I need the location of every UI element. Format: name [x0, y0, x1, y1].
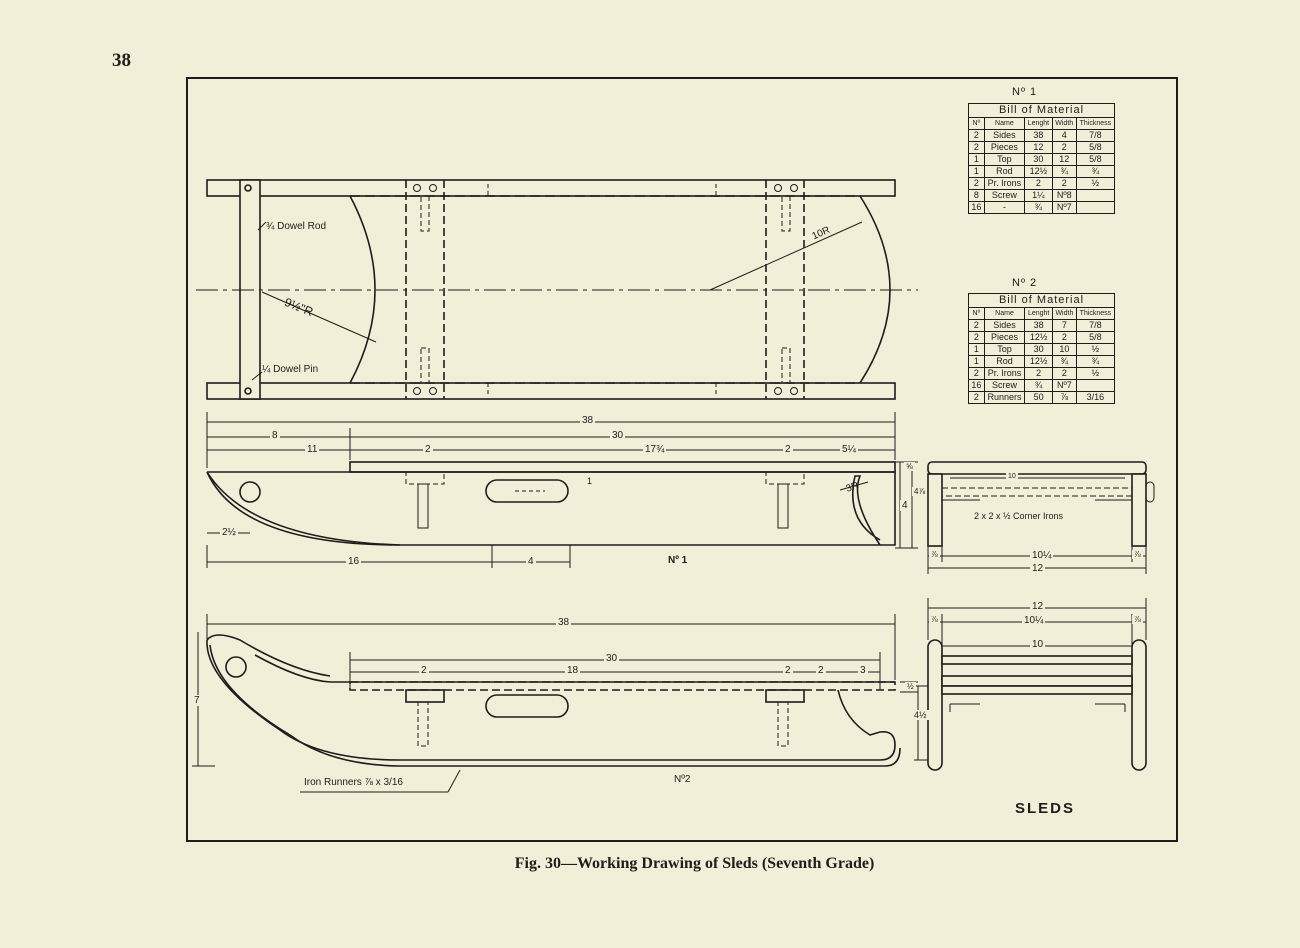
dim-height-1: 4 — [900, 500, 910, 511]
dim-height-2: 7 — [192, 695, 202, 706]
dim-left-e2: ⅞ — [929, 615, 940, 624]
dim-top-1: 30 — [610, 430, 626, 441]
dim-gap-2: 2 — [816, 665, 826, 676]
dim-top-2: 30 — [604, 653, 620, 664]
dowel-rod-label: ¾ Dowel Rod — [266, 221, 327, 232]
bom1-title: Bill of Material — [968, 103, 1115, 118]
dim-overall-1: 38 — [580, 415, 596, 426]
bom1-header: Lenght — [1024, 117, 1053, 130]
page-number: 38 — [112, 50, 131, 71]
dim-width-e2: 12 — [1030, 601, 1046, 612]
dim-rear-1: 5¼ — [840, 444, 858, 455]
iron-runners-label: Iron Runners ⅞ x 3/16 — [304, 777, 403, 788]
dim-cleat-a-2: 2 — [419, 665, 429, 676]
dim-width-e1: 12 — [1030, 563, 1046, 574]
dim-thick-1: ⅝ — [904, 462, 915, 471]
dim-overall-2: 38 — [556, 617, 572, 628]
bom2-header: Name — [983, 307, 1026, 320]
dim-top-inner-e2: 10 — [1030, 639, 1046, 650]
dim-rear-2: 3 — [858, 665, 868, 676]
drawing-frame — [186, 77, 1178, 842]
dim-top-inner-e1: 10 — [1006, 473, 1018, 480]
dim-slot-1: 4 — [526, 556, 536, 567]
figure-caption: Fig. 30—Working Drawing of Sleds (Sevent… — [514, 855, 875, 872]
bom2-table: Bill of Material Nº Name Lenght Width Th… — [968, 293, 1116, 404]
bom2-header: Width — [1051, 307, 1077, 320]
bom1-header: Width — [1051, 117, 1077, 130]
dim-right-e1: ⅞ — [1132, 550, 1143, 559]
sled2-side-view — [192, 614, 918, 793]
dim-mid-1: 17¾ — [643, 444, 667, 455]
dim-front-1: 8 — [270, 430, 280, 441]
bom2-header: Thickness — [1075, 307, 1116, 320]
bom2-header: Nº — [968, 307, 985, 320]
dim-bottom-front-1: 16 — [346, 556, 362, 567]
bom2-title: Bill of Material — [968, 293, 1115, 308]
dim-inner-e1: 10¼ — [1030, 550, 1054, 561]
sled1-label: Nº 1 — [668, 555, 688, 566]
dim-slot-h-1: 1 — [585, 476, 595, 486]
bom1-table: Bill of Material Nº Name Lenght Width Th… — [968, 103, 1116, 214]
dim-left-e1: ⅞ — [929, 550, 940, 559]
bom1-header: Thickness — [1075, 117, 1116, 130]
dim-small-2: ½ — [905, 682, 916, 691]
bom2-header: Lenght — [1024, 307, 1053, 320]
bom2-number: Nº 2 — [1012, 277, 1038, 289]
dim-height-b-1: 4⅞ — [912, 487, 928, 496]
dim-mid-2: 18 — [565, 665, 581, 676]
corner-irons-label: 2 x 2 x ½ Corner Irons — [974, 511, 1064, 521]
dowel-pin-label: ¼ Dowel Pin — [262, 364, 319, 375]
dim-inner-e2: 10¼ — [1022, 615, 1046, 626]
bom1-header: Name — [983, 117, 1026, 130]
sled1-end-view — [927, 461, 1155, 574]
dim-cleat-b-2: 2 — [783, 665, 793, 676]
dim-height-left-1: 2½ — [220, 527, 238, 538]
sled1-plan-view — [196, 179, 918, 400]
drawing-title: SLEDS — [1015, 800, 1076, 817]
dim-cleat-a-1: 2 — [423, 444, 433, 455]
dim-right-e2: ⅞ — [1132, 615, 1143, 624]
bom1-header: Nº — [968, 117, 985, 130]
dim-height-e2: 4½ — [912, 710, 929, 720]
dim-cleat-b-1: 2 — [783, 444, 793, 455]
sled1-side-view — [206, 412, 918, 568]
sled2-label: Nº2 — [674, 774, 691, 785]
bom1-number: Nº 1 — [1012, 86, 1038, 98]
dim-offset-1: 11 — [305, 444, 320, 455]
